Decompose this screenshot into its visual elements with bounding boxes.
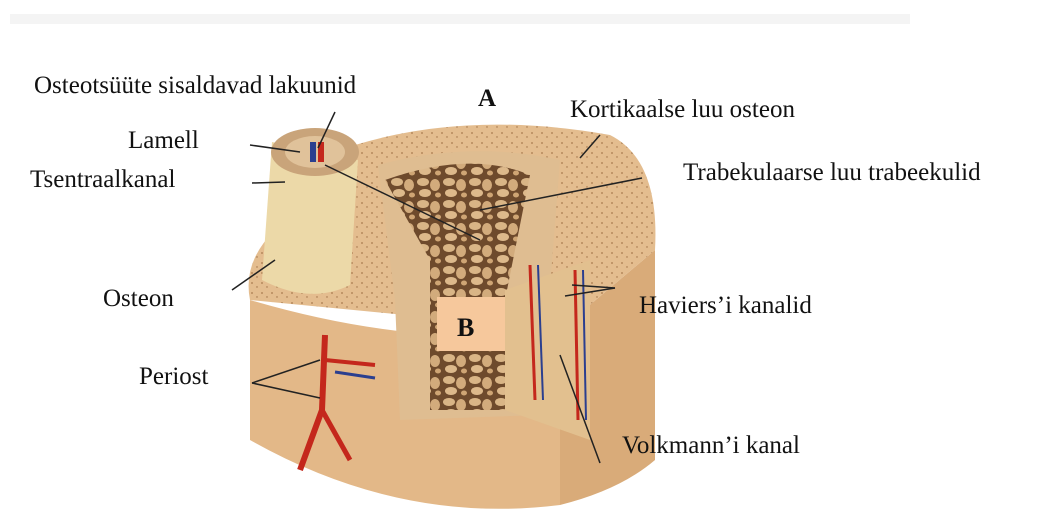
label-lamell: Lamell [128, 128, 199, 153]
label-B: B [457, 313, 474, 343]
label-A: A [478, 86, 496, 111]
label-B-box: B [437, 297, 505, 351]
label-periost: Periost [139, 364, 208, 389]
label-havers-canals: Haviers’i kanalid [639, 293, 812, 318]
label-trabeculae: Trabekulaarse luu trabeekulid [683, 160, 981, 185]
label-cortical-osteon: Kortikaalse luu osteon [570, 97, 795, 122]
label-osteon: Osteon [103, 286, 174, 311]
label-volkmann-canal: Volkmann’i kanal [622, 433, 800, 458]
osteon-vein [310, 142, 316, 162]
label-central-canal: Tsentraalkanal [30, 167, 175, 192]
label-lacunae: Osteotsüüte sisaldavad lakuunid [34, 73, 356, 98]
scan-artifact [10, 14, 910, 24]
